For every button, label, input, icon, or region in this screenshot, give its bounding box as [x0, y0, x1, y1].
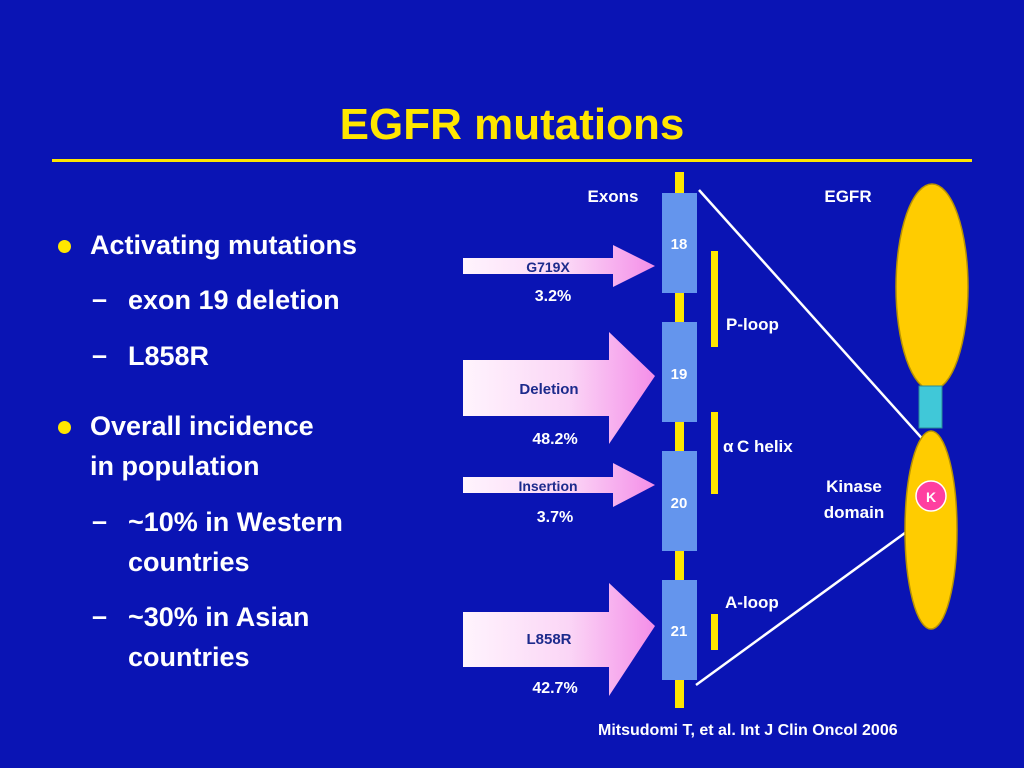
arrow-insertion: Insertion 3.7% [463, 463, 655, 526]
egfr-label: EGFR [824, 187, 871, 206]
mutation-l858r-label: L858R [526, 631, 571, 648]
kinase-badge-label: K [926, 489, 936, 505]
sub-bullet-exon19: exon 19 deletion [128, 285, 340, 315]
sub-bullet-asian: ~30% in Asian [128, 602, 310, 632]
arrow-l858r: L858R 42.7% [463, 583, 655, 697]
c-helix-label: C helix [737, 437, 793, 456]
bullet-dot-icon [58, 421, 71, 434]
sub-bullet-asian-line2: countries [128, 642, 250, 672]
sub-bullet-western-line2: countries [128, 547, 250, 577]
a-loop-bar [711, 614, 718, 650]
exon-20: 20 [662, 451, 697, 551]
exon-19-label: 19 [671, 366, 688, 383]
p-loop-label: P-loop [726, 315, 779, 334]
dash-icon: – [92, 601, 108, 631]
mutation-g719x-label: G719X [526, 259, 570, 275]
sub-bullet-western: ~10% in Western [128, 507, 343, 537]
title-underline [52, 159, 972, 162]
mutation-l858r-percent: 42.7% [532, 680, 577, 697]
p-loop-bar [711, 251, 718, 347]
kinase-domain-label: Kinase [826, 477, 882, 496]
transmembrane-segment [918, 385, 943, 429]
mutation-deletion-percent: 48.2% [532, 431, 577, 448]
egfr-receptor [895, 183, 969, 630]
extracellular-domain [895, 183, 969, 391]
mutation-g719x-percent: 3.2% [535, 288, 571, 305]
mutation-deletion-label: Deletion [519, 381, 578, 398]
citation: Mitsudomi T, et al. Int J Clin Oncol 200… [598, 722, 898, 739]
mutation-insertion-label: Insertion [518, 478, 577, 494]
dash-icon: – [92, 506, 108, 536]
exon-21-label: 21 [671, 623, 688, 640]
connector-line-top [698, 189, 937, 455]
bullet-dot-icon [58, 240, 71, 253]
dash-icon: – [92, 340, 108, 370]
exon-21: 21 [662, 580, 697, 680]
kinase-domain-label-line2: domain [824, 503, 884, 522]
exon-axis-bar [675, 172, 684, 708]
bullet-overall-incidence: Overall incidence [90, 411, 314, 441]
exon-19: 19 [662, 322, 697, 422]
kinase-badge: K [915, 480, 947, 512]
kinase-domain-shape [904, 430, 958, 630]
slide-title: EGFR mutations [339, 100, 685, 149]
arrow-deletion: Deletion 48.2% [463, 332, 655, 448]
exon-18-label: 18 [671, 236, 688, 253]
sub-bullet-l858r: L858R [128, 341, 210, 371]
bullet-activating-mutations: Activating mutations [90, 230, 358, 260]
dash-icon: – [92, 284, 108, 314]
exon-20-label: 20 [671, 495, 688, 512]
arrow-g719x: G719X 3.2% [463, 245, 655, 305]
bullet-overall-incidence-line2: in population [90, 451, 260, 481]
exon-18: 18 [662, 193, 697, 293]
c-helix-alpha-label: α [723, 437, 734, 456]
connector-line-bottom [695, 520, 921, 687]
exons-label: Exons [587, 187, 638, 206]
c-helix-bar [711, 412, 718, 494]
mutation-insertion-percent: 3.7% [537, 509, 573, 526]
a-loop-label: A-loop [725, 593, 779, 612]
